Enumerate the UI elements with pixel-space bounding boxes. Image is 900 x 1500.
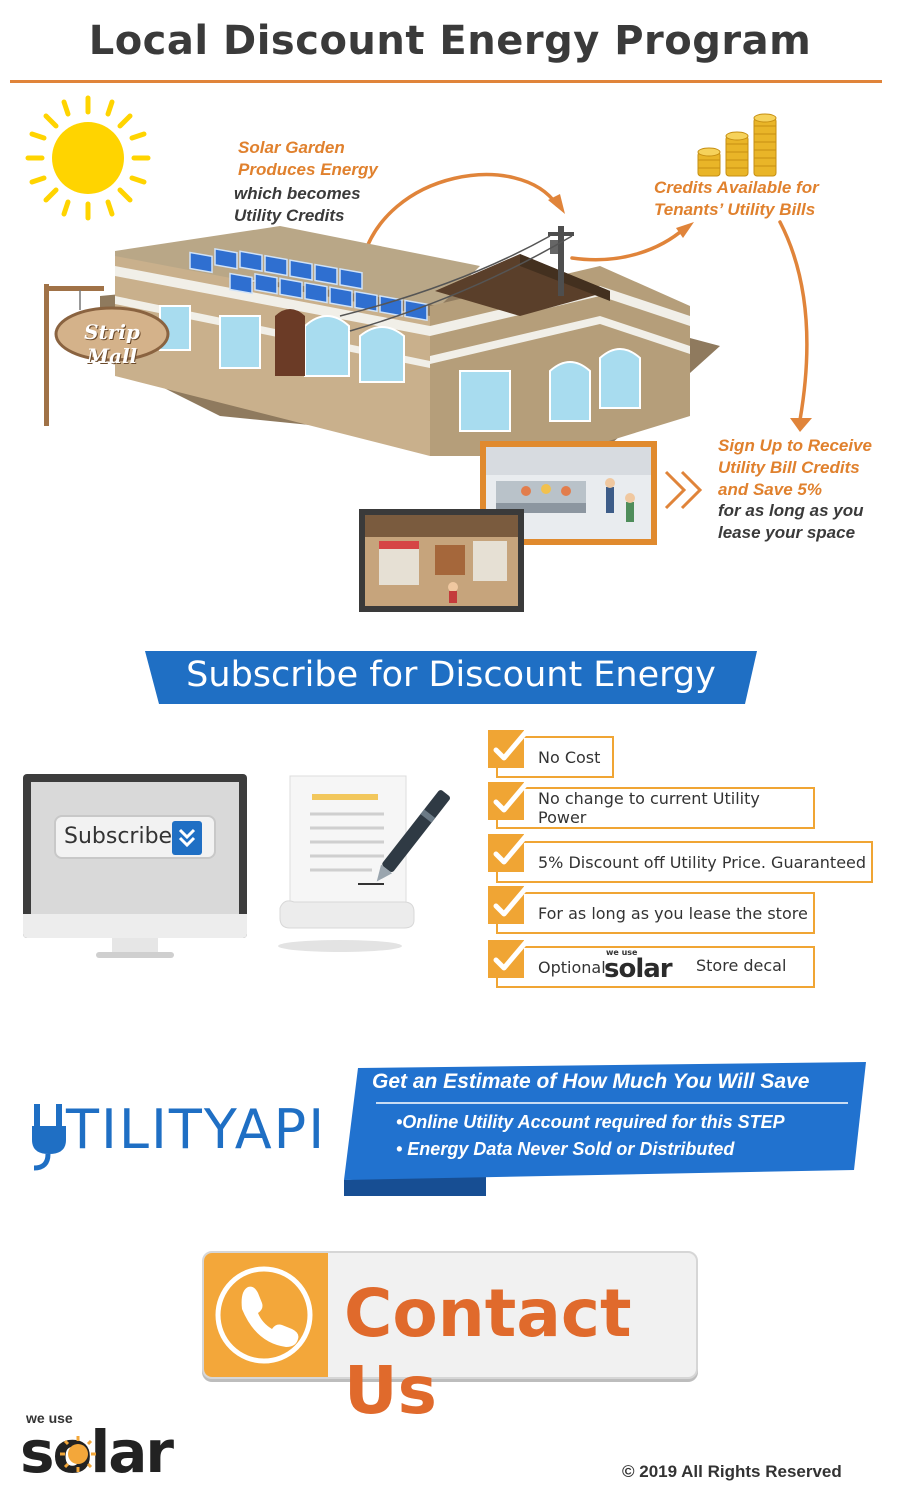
estimate-bullet: •Online Utility Account required for thi… [396, 1112, 785, 1132]
benefit-text: No Cost [538, 747, 601, 767]
benefit-text: No change to current Utility Power [538, 789, 760, 827]
benefit-box: For as long as you lease the store [496, 892, 815, 934]
benefit-text: For as long as you lease the store [538, 903, 808, 923]
chevron-double-down-icon [172, 821, 202, 855]
shop-interior-frame [359, 509, 524, 612]
estimate-ribbon-shape [344, 1062, 866, 1196]
copyright: © 2019 All Rights Reserved [622, 1462, 842, 1481]
benefit-item: No change to current Utility Power [496, 787, 815, 829]
check-marks [488, 729, 529, 978]
contact-us-button[interactable]: Contact Us [202, 1251, 698, 1429]
utility-credits-caption: which becomes Utility Credits [234, 184, 361, 225]
flow-arrows [360, 172, 812, 432]
benefit-box: Optional we use solar Store decal [496, 946, 815, 988]
benefit-text: 5% Discount off Utility Price. Guarantee… [538, 852, 867, 872]
sun-icon [25, 95, 151, 221]
coin-stack-icon [697, 113, 777, 177]
monitor-neck [112, 938, 158, 954]
logo-sun-icon [60, 1436, 96, 1472]
estimate-bullet: • Energy Data Never Sold or Distributed [396, 1139, 735, 1159]
benefit-item: Optional we use solar Store decal [496, 946, 815, 988]
signup-caption: Sign Up to Receive Utility Bill Credits … [718, 436, 872, 499]
subscribe-banner-shape [145, 651, 757, 704]
benefit-item: For as long as you lease the store [496, 892, 815, 934]
subscribe-banner: Subscribe for Discount Energy [145, 651, 757, 704]
contract-document-icon [278, 775, 450, 952]
decal-logo: solar [604, 954, 673, 984]
subscribe-button[interactable]: Subscribe [54, 815, 216, 859]
title-divider [10, 80, 882, 83]
footer-logo-small: we use [26, 1410, 73, 1426]
solar-garden-caption: Solar Garden Produces Energy [238, 138, 378, 179]
strip-mall-building [100, 226, 720, 456]
page-title: Local Discount Energy Program [88, 18, 812, 64]
strip-mall-sign [44, 284, 170, 426]
lease-caption: for as long as you lease your space [718, 501, 864, 542]
benefit-text: Optional [538, 957, 606, 977]
benefit-item: 5% Discount off Utility Price. Guarantee… [496, 841, 873, 883]
phone-tile [204, 1253, 328, 1377]
credits-caption: Credits Available for Tenants’ Utility B… [654, 178, 819, 219]
phone-icon [215, 1266, 313, 1364]
benefit-box: 5% Discount off Utility Price. Guarantee… [496, 841, 873, 883]
plug-icon [32, 1104, 66, 1171]
decal-logo-small: we use [606, 948, 638, 957]
utilityapi-logo: TILITYAPI [66, 1098, 327, 1161]
subscribe-banner-text: Subscribe for Discount Energy [186, 655, 716, 695]
contact-us-label: Contact Us [344, 1275, 632, 1429]
estimate-title[interactable]: Get an Estimate of How Much You Will Sav… [372, 1070, 810, 1093]
sign-label: Strip Mall [84, 320, 140, 368]
monitor-stand [96, 952, 174, 958]
footer-logo: solar [20, 1418, 174, 1486]
shop-interior-image [365, 515, 518, 606]
monitor-chin [23, 914, 247, 938]
benefit-box: No change to current Utility Power [496, 787, 815, 829]
double-chevron-right-icon [664, 470, 703, 510]
benefit-text: Store decal [696, 956, 787, 975]
subscribe-button-label: Subscribe [64, 824, 173, 849]
